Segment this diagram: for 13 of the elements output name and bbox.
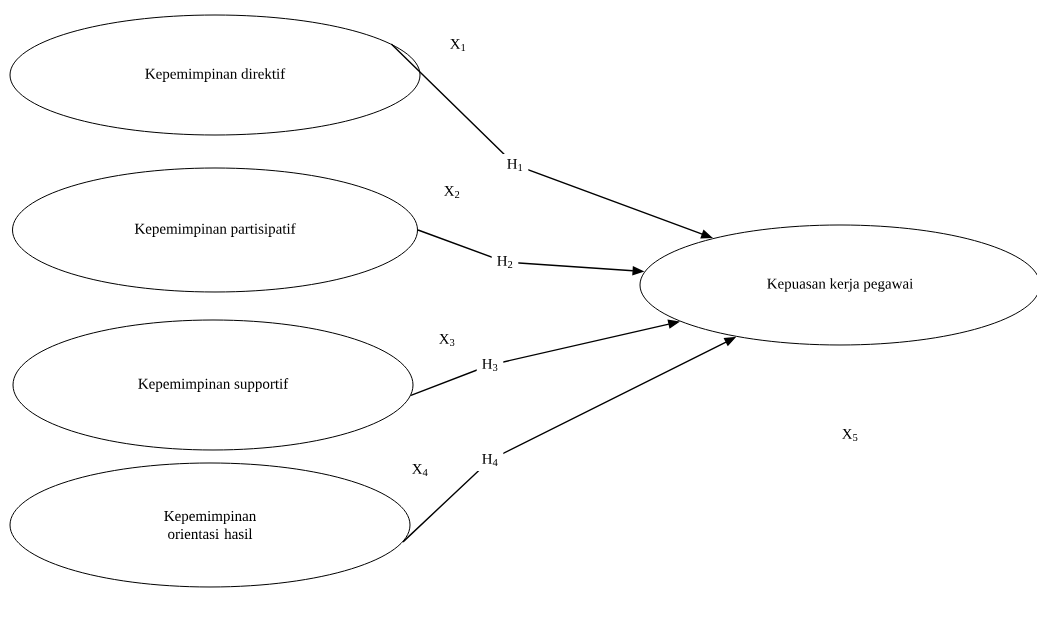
edge-label: H$_{3}$ [476,353,504,377]
variable-label: X$_{1}$ [450,39,466,51]
variable-label: X$_{2}$ [444,186,460,198]
ellipse-node: Kepemimpinan partisipatif [12,167,418,293]
ellipse-node: Kepemimpinan supportif [12,319,414,451]
edge-label: H$_{2}$ [491,251,519,273]
edge-label: H$_{4}$ [476,449,504,471]
ellipse-node: Kepemimpinan direktif [9,14,421,136]
ellipse-node: Kepemimpinan orientasi hasil [9,462,411,588]
variable-label: X$_{3}$ [439,333,455,347]
edge-label: H$_{1}$ [501,154,529,176]
variable-label: X$_{4}$ [412,464,428,476]
variable-label: X$_{5}$ [842,428,858,442]
